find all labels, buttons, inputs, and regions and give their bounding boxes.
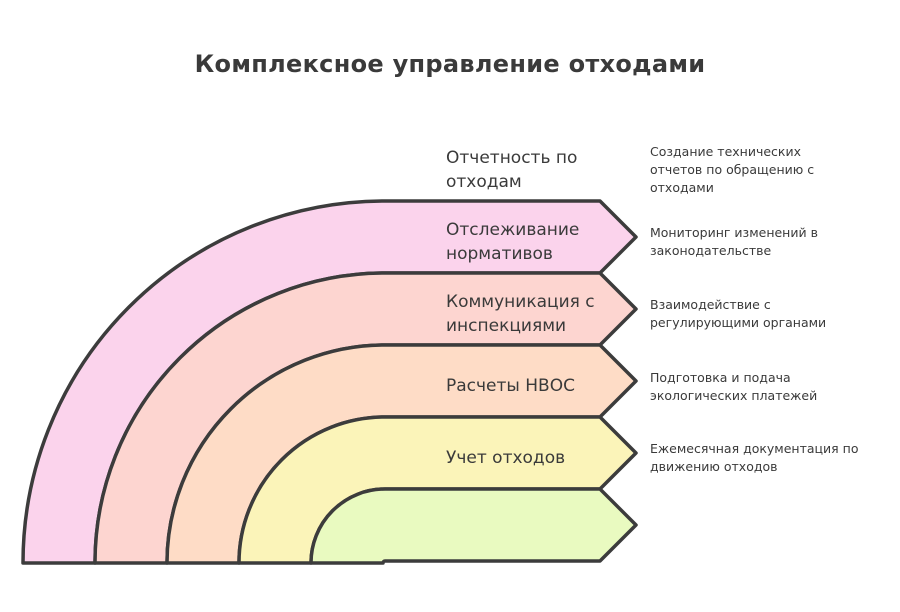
layer-band-5 — [309, 487, 638, 565]
layer-description-1: Создание технических отчетов по обращени… — [650, 144, 815, 195]
layer-description-4: Подготовка и подача экологических платеж… — [650, 370, 818, 403]
layer-label-2: Отслеживание нормативов — [446, 220, 580, 264]
layer-label-5: Учет отходов — [446, 448, 566, 468]
layer-description-5: Ежемесячная документация по движению отх… — [650, 441, 859, 474]
layer-label-1: Отчетность по отходам — [446, 148, 578, 192]
layer-label-4: Расчеты НВОС — [446, 376, 575, 396]
layer-description-2: Мониторинг изменений в законодательстве — [650, 225, 818, 258]
layer-label-3: Коммуникация с инспекциями — [446, 292, 595, 336]
diagram-title: Комплексное управление отходами — [194, 50, 706, 78]
layer-description-3: Взаимодействие с регулирующими органами — [650, 297, 827, 330]
